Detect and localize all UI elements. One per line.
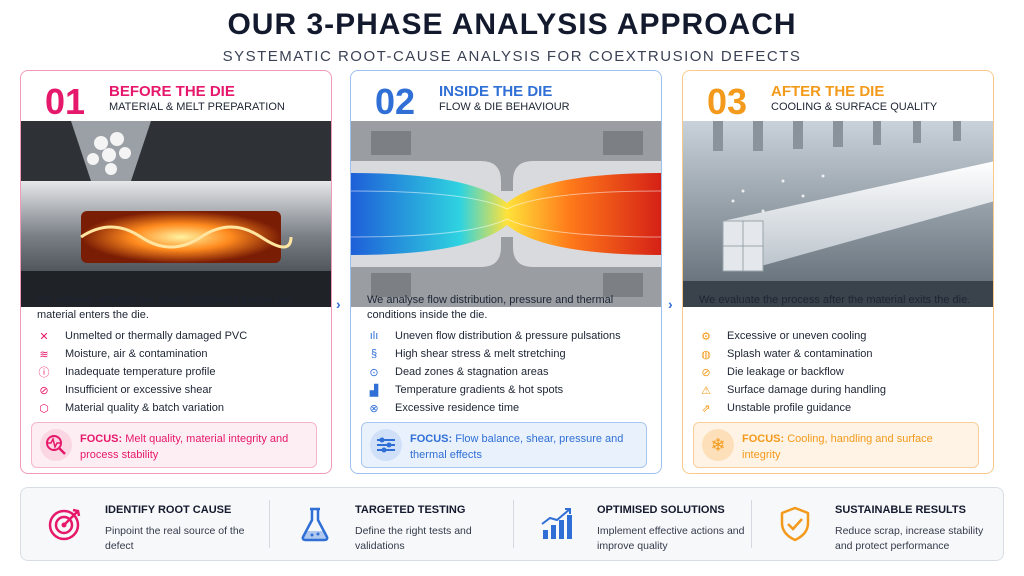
die-flow-image	[351, 121, 661, 307]
shear-stress-icon: §	[370, 348, 378, 360]
chevron-right-icon: ›	[336, 296, 341, 312]
list-item: ⊘Insufficient or excessive shear	[35, 381, 247, 399]
list-item: ⬡Material quality & batch variation	[35, 399, 247, 417]
divider	[751, 500, 752, 548]
phase-intro: We evaluate the process after the materi…	[699, 294, 971, 306]
moisture-icon: ≋	[39, 348, 49, 361]
flask-icon	[297, 506, 333, 542]
guidance-icon: ⇗	[701, 402, 711, 415]
list-item: ⚠Surface damage during handling	[697, 381, 886, 399]
focus-box: FOCUS: Flow balance, shear, pressure and…	[361, 422, 647, 468]
focus-label: FOCUS:	[80, 433, 123, 445]
phase-subtitle: COOLING & SURFACE QUALITY	[771, 101, 938, 113]
phase-number: 01	[45, 81, 86, 122]
phase-title: BEFORE THE DIE	[109, 83, 235, 100]
magnifier-pulse-icon	[40, 429, 72, 461]
snowflake-icon: ❄	[702, 429, 734, 461]
benefit-item: TARGETED TESTING Define the right tests …	[271, 488, 511, 560]
target-icon	[47, 506, 83, 542]
list-item: ✕Unmelted or thermally damaged PVC	[35, 327, 247, 345]
splash-icon: ◍	[701, 348, 711, 361]
issue-list: ✕Unmelted or thermally damaged PVC ≋Mois…	[35, 327, 248, 417]
benefit-item: IDENTIFY ROOT CAUSE Pinpoint the real so…	[21, 488, 261, 560]
gradient-icon: ▟	[369, 384, 379, 397]
issue-list: ⚙Excessive or uneven cooling ◍Splash wat…	[697, 327, 886, 417]
list-item: ⊗Excessive residence time	[365, 399, 621, 417]
focus-text: Flow balance, shear, pressure and therma…	[410, 433, 624, 461]
focus-box: FOCUS: Melt quality, material integrity …	[31, 422, 317, 468]
focus-box: ❄ FOCUS: Cooling, handling and surface i…	[693, 422, 979, 468]
flow-icon: ılı	[369, 330, 379, 342]
thermometer-icon: ⓘ	[38, 367, 50, 379]
phase-intro: We analyse whether the defect originates…	[37, 294, 292, 321]
focus-label: FOCUS:	[742, 433, 785, 445]
phase-subtitle: FLOW & DIE BEHAVIOUR	[439, 101, 570, 113]
flow-balance-icon	[370, 429, 402, 461]
phase-subtitle: MATERIAL & MELT PREPARATION	[109, 101, 285, 113]
benefit-item: OPTIMISED SOLUTIONS Implement effective …	[513, 488, 753, 560]
phase-intro: We analyse flow distribution, pressure a…	[367, 294, 614, 321]
growth-chart-icon	[539, 506, 575, 542]
list-item: ⇗Unstable profile guidance	[697, 399, 886, 417]
list-item: ▟Temperature gradients & hot spots	[365, 381, 621, 399]
phase-number: 03	[707, 81, 748, 122]
list-item: ⚙Excessive or uneven cooling	[697, 327, 886, 345]
shear-icon: ⊘	[39, 384, 49, 397]
handling-icon: ⚠	[701, 384, 711, 397]
extruder-barrel-image	[21, 121, 331, 307]
phase-number: 02	[375, 81, 416, 122]
phase-card-2: 02 INSIDE THE DIE FLOW & DIE BEHAVIOUR W…	[350, 70, 662, 474]
phase-card-1: 01 BEFORE THE DIE MATERIAL & MELT PREPAR…	[20, 70, 332, 474]
dead-zone-icon: ⊙	[369, 366, 379, 379]
leak-icon: ⊘	[701, 366, 711, 379]
list-item: ≋Moisture, air & contamination	[35, 345, 247, 363]
cooling-line-image	[683, 121, 993, 307]
list-item: ⊘Die leakage or backflow	[697, 363, 886, 381]
shield-check-icon	[777, 506, 813, 542]
chevron-right-icon: ›	[668, 296, 673, 312]
phase-card-3: 03 AFTER THE DIE COOLING & SURFACE QUALI…	[682, 70, 994, 474]
focus-label: FOCUS:	[410, 433, 453, 445]
cube-icon: ⬡	[39, 402, 49, 415]
focus-text: Cooling, handling and surface integrity	[742, 433, 933, 461]
page-subtitle: SYSTEMATIC ROOT-CAUSE ANALYSIS FOR COEXT…	[222, 48, 802, 65]
cooling-icon: ⚙	[701, 330, 711, 343]
phase-title: AFTER THE DIE	[771, 83, 885, 100]
list-item: §High shear stress & melt stretching	[365, 345, 621, 363]
melt-icon: ✕	[39, 330, 49, 343]
divider	[513, 500, 514, 548]
list-item: ⊙Dead zones & stagnation areas	[365, 363, 621, 381]
page-title: OUR 3-PHASE ANALYSIS APPROACH	[227, 8, 797, 41]
divider	[269, 500, 270, 548]
benefits-strip: IDENTIFY ROOT CAUSE Pinpoint the real so…	[20, 487, 1004, 561]
phase-title: INSIDE THE DIE	[439, 83, 553, 100]
benefit-item: SUSTAINABLE RESULTS Reduce scrap, increa…	[751, 488, 991, 560]
clock-icon: ⊗	[369, 402, 379, 415]
focus-text: Melt quality, material integrity and pro…	[80, 433, 289, 461]
list-item: ◍Splash water & contamination	[697, 345, 886, 363]
